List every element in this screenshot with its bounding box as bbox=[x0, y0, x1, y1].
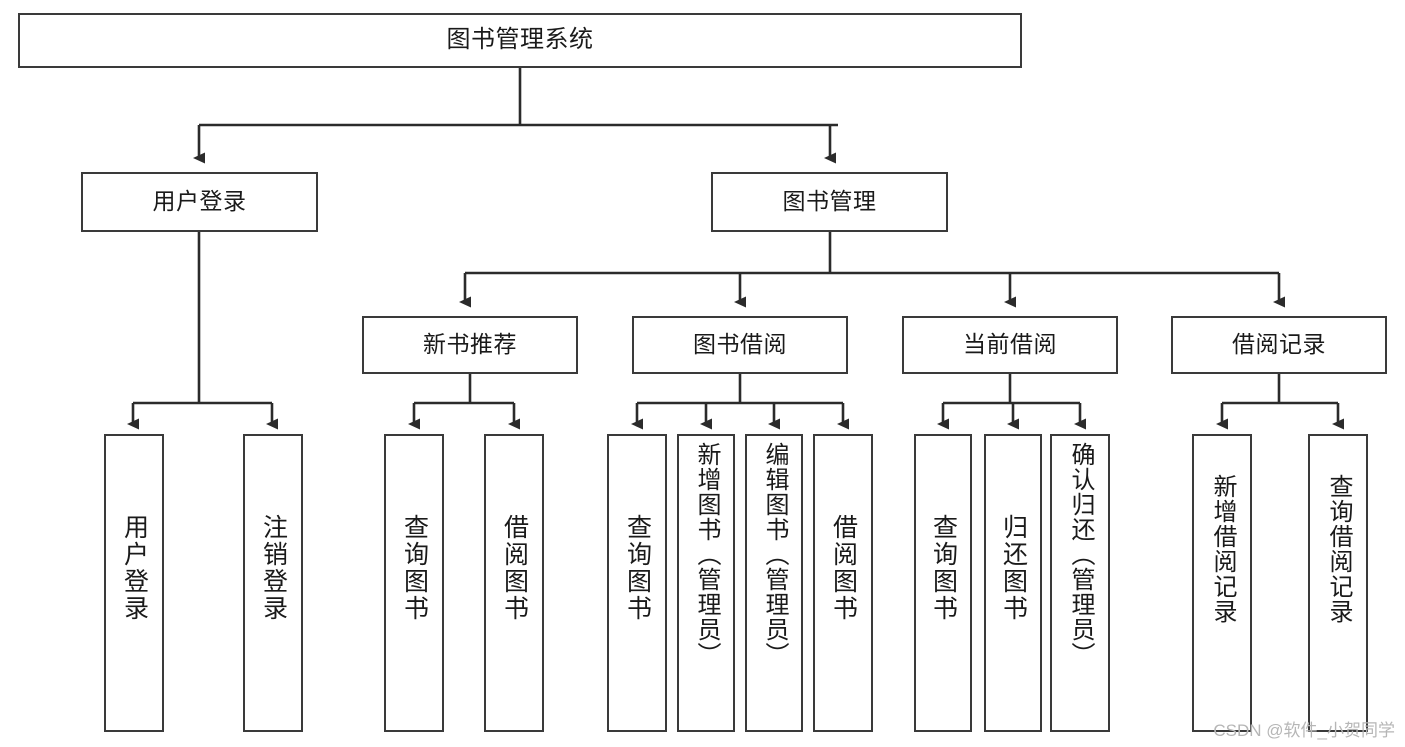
leaf-borrow-book-recommend[interactable]: 借阅图书 bbox=[484, 434, 544, 732]
node-label: 用户登录 bbox=[152, 188, 247, 215]
node-label: 编辑图书（管理员） bbox=[761, 442, 788, 667]
node-user-login[interactable]: 用户登录 bbox=[81, 172, 318, 232]
leaf-add-borrow-record[interactable]: 新增借阅记录 bbox=[1192, 434, 1252, 732]
node-label: 借阅图书 bbox=[829, 514, 858, 622]
leaf-query-book-borrow[interactable]: 查询图书 bbox=[607, 434, 667, 732]
leaf-borrow-book[interactable]: 借阅图书 bbox=[813, 434, 873, 732]
leaf-query-borrow-record[interactable]: 查询借阅记录 bbox=[1308, 434, 1368, 732]
node-label: 查询图书 bbox=[400, 514, 429, 622]
node-book-borrow[interactable]: 图书借阅 bbox=[632, 316, 848, 374]
node-label: 新书推荐 bbox=[423, 331, 517, 358]
node-label: 注销登录 bbox=[259, 514, 288, 622]
leaf-confirm-return-admin[interactable]: 确认归还（管理员） bbox=[1050, 434, 1110, 732]
node-label: 查询图书 bbox=[929, 514, 958, 622]
leaf-logout-login[interactable]: 注销登录 bbox=[243, 434, 303, 732]
node-new-book-recommend[interactable]: 新书推荐 bbox=[362, 316, 578, 374]
node-label: 确认归还（管理员） bbox=[1067, 442, 1094, 667]
node-current-borrow[interactable]: 当前借阅 bbox=[902, 316, 1118, 374]
node-label: 新增图书（管理员） bbox=[693, 442, 720, 667]
leaf-return-book[interactable]: 归还图书 bbox=[984, 434, 1042, 732]
node-borrow-record[interactable]: 借阅记录 bbox=[1171, 316, 1387, 374]
node-label: 用户登录 bbox=[120, 514, 149, 622]
node-label: 借阅记录 bbox=[1232, 331, 1326, 358]
node-book-management[interactable]: 图书管理 bbox=[711, 172, 948, 232]
leaf-query-book-current[interactable]: 查询图书 bbox=[914, 434, 972, 732]
node-label: 归还图书 bbox=[999, 514, 1028, 622]
node-label: 图书管理系统 bbox=[446, 26, 594, 54]
leaf-edit-book-admin[interactable]: 编辑图书（管理员） bbox=[745, 434, 803, 732]
node-label: 新增借阅记录 bbox=[1209, 474, 1236, 624]
leaf-user-login[interactable]: 用户登录 bbox=[104, 434, 164, 732]
leaf-query-book-recommend[interactable]: 查询图书 bbox=[384, 434, 444, 732]
node-label: 查询图书 bbox=[623, 514, 652, 622]
csdn-watermark: CSDN @软件_小贺同学 bbox=[1213, 721, 1395, 740]
leaf-add-book-admin[interactable]: 新增图书（管理员） bbox=[677, 434, 735, 732]
node-label: 图书管理 bbox=[782, 188, 877, 215]
node-label: 查询借阅记录 bbox=[1325, 474, 1352, 624]
node-label: 图书借阅 bbox=[693, 331, 787, 358]
node-label: 当前借阅 bbox=[963, 331, 1057, 358]
node-label: 借阅图书 bbox=[500, 514, 529, 622]
node-root-system[interactable]: 图书管理系统 bbox=[18, 13, 1022, 68]
